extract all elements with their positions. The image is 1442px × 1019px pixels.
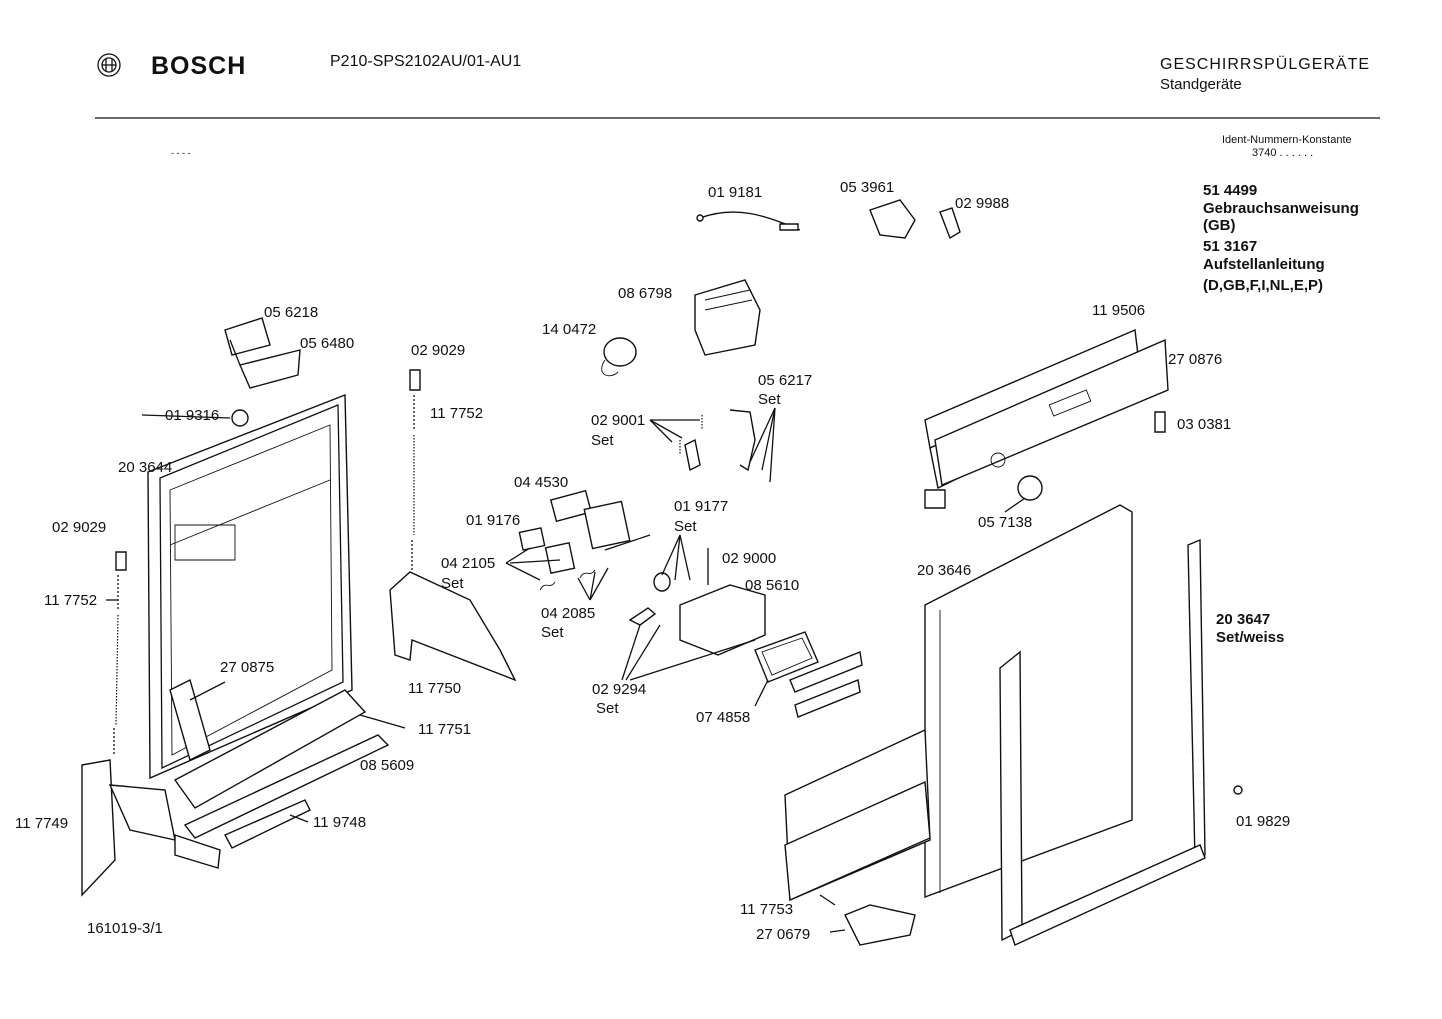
part-label: 02 9029	[411, 342, 466, 359]
subcategory-title: Standgeräte	[1160, 76, 1242, 93]
part-label: Set	[758, 391, 781, 408]
doc2-lang: (D,GB,F,I,NL,E,P)	[1203, 277, 1323, 294]
part-label: 03 0381	[1177, 416, 1232, 433]
part-label: Set	[674, 518, 697, 535]
brand-name: BOSCH	[151, 52, 247, 80]
part-label: 02 9029	[52, 519, 107, 536]
part-label: 08 6798	[618, 285, 673, 302]
part-label: 01 9316	[165, 407, 220, 424]
part-label: 05 3961	[840, 179, 895, 196]
gasket-part	[755, 632, 818, 682]
part-label: 07 4858	[696, 709, 751, 726]
part-label: Set	[596, 700, 619, 717]
ident-label: Ident-Nummern-Konstante	[1222, 134, 1352, 146]
part-label: 11 7751	[418, 721, 472, 738]
part-label: 08 5609	[360, 757, 415, 774]
part-label: 11 7752	[44, 592, 98, 609]
seal-part	[551, 491, 591, 522]
part-label: 11 7752	[430, 405, 484, 422]
leader-lines	[106, 408, 1025, 932]
category-title: GESCHIRRSPÜLGERÄTE	[1160, 56, 1371, 73]
part-label: 02 9294	[592, 681, 647, 698]
part-label: 11 7749	[15, 815, 69, 832]
part-label: 11 7750	[408, 680, 462, 697]
bosch-logo-icon	[98, 54, 120, 76]
part-label: 14 0472	[542, 321, 597, 338]
part-label: 27 0875	[220, 659, 275, 676]
panel-frame-part	[1000, 652, 1022, 940]
doc1-name: Gebrauchsanweisung	[1203, 200, 1359, 217]
doc1-number: 51 4499	[1203, 182, 1258, 199]
part-label: Set	[441, 575, 464, 592]
part-label: 20 3646	[917, 562, 972, 579]
part-label: Set	[541, 624, 564, 641]
screw-part	[1234, 786, 1242, 794]
part-label: 27 0679	[756, 926, 811, 943]
part-label: Set	[591, 432, 614, 449]
bracket-part	[870, 200, 915, 238]
button-part	[1018, 476, 1042, 500]
switch-part	[730, 410, 755, 470]
part-label: 02 9001	[591, 412, 646, 429]
door-frame-part	[148, 395, 352, 778]
knob-part	[604, 338, 636, 366]
part-label: 01 9177	[674, 498, 729, 515]
clip-part	[232, 410, 248, 426]
doc2-name: Aufstellanleitung	[1203, 256, 1325, 273]
spring-left-part	[114, 552, 126, 755]
hinge-left-part	[82, 760, 115, 895]
part-label: 01 9181	[708, 184, 763, 201]
part-label: 04 2105	[441, 555, 496, 572]
strip-part	[170, 680, 210, 760]
part-label: 05 7138	[978, 514, 1033, 531]
ident-value: 3740 . . . . . .	[1252, 147, 1314, 159]
part-label: 04 2085	[541, 605, 596, 622]
hinge-right-part	[390, 572, 515, 680]
part-label: 01 9176	[466, 512, 521, 529]
part-label: 27 0876	[1168, 351, 1223, 368]
part-label: Set/weiss	[1216, 629, 1285, 646]
timer-part	[695, 280, 760, 355]
part-label: 05 6218	[264, 304, 319, 321]
part-label: 02 9988	[955, 195, 1010, 212]
part-label: 11 9506	[1092, 302, 1146, 319]
doc2-number: 51 3167	[1203, 238, 1258, 255]
dispenser-part	[680, 585, 765, 655]
bracket-bottom-part	[845, 905, 915, 945]
doc1-lang: (GB)	[1203, 217, 1236, 234]
spring-right-part	[410, 370, 420, 570]
model-number: P210-SPS2102AU/01-AU1	[330, 53, 522, 70]
part-label: 20 3647	[1216, 611, 1271, 628]
part-label: 11 7753	[740, 901, 794, 918]
part-label: 05 6217	[758, 372, 813, 389]
bottom-channel-part	[175, 690, 365, 808]
part-label: 02 9000	[722, 550, 777, 567]
cap-part	[1155, 412, 1165, 432]
door-lock-part	[225, 318, 300, 388]
part-label: 05 6480	[300, 335, 355, 352]
outer-door-panel-part	[925, 505, 1132, 897]
part-label: 08 5610	[745, 577, 800, 594]
part-label: 20 3644	[118, 459, 173, 476]
catch-part	[940, 208, 960, 238]
drawing-number: 161019-3/1	[87, 920, 163, 937]
part-label: 01 9829	[1236, 813, 1291, 830]
part-label: 04 4530	[514, 474, 569, 491]
part-label: 11 9748	[313, 814, 367, 831]
dash-mark: - - - -	[171, 148, 191, 158]
